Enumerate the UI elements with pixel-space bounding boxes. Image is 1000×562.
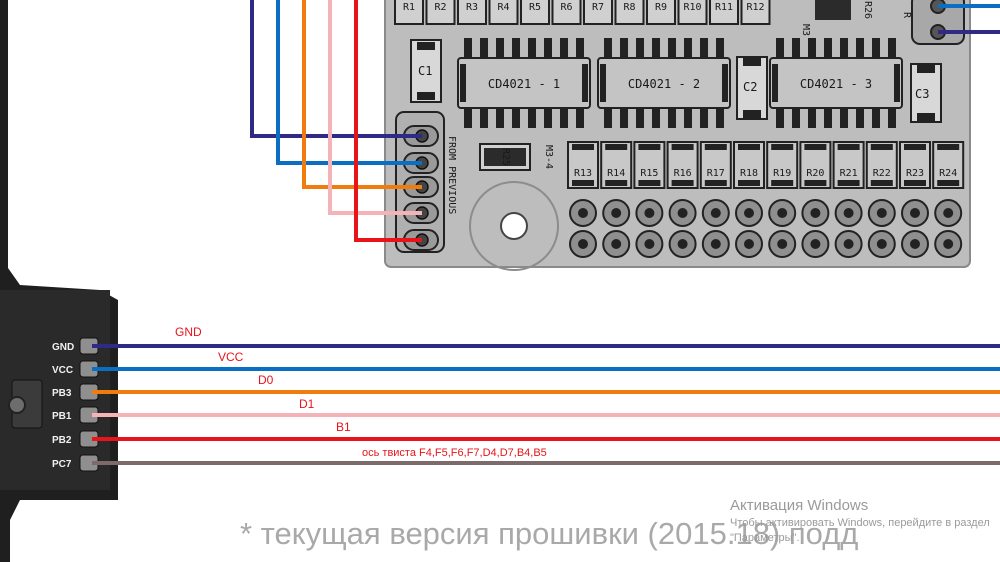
chip-label: CD4021 - 2	[628, 77, 700, 91]
r-top-right-label: R	[901, 12, 912, 19]
wire-gnd	[250, 0, 422, 138]
resistor-bottom-label: R18	[740, 168, 758, 179]
mounting-hole	[469, 181, 559, 271]
chip-label: CD4021 - 3	[800, 77, 872, 91]
resistor-bottom-label: R22	[873, 168, 891, 179]
r26-label: R26	[862, 1, 873, 19]
resistor-bottom-label: R23	[906, 168, 924, 179]
wire-d1	[328, 0, 422, 215]
resistor-bottom-label: R16	[674, 168, 692, 179]
chip-cd4021: CD4021 - 3	[769, 38, 903, 128]
c3-body	[910, 63, 942, 123]
resistor-bottom-label: R13	[574, 168, 592, 179]
controller-pin-label: PB2	[52, 435, 72, 446]
gnd-label: GND	[175, 325, 202, 339]
r26-body	[815, 0, 851, 20]
controller-pin-label: PC7	[52, 459, 72, 470]
resistor-bottom-label: R21	[840, 168, 858, 179]
controller-pin-label: PB3	[52, 388, 72, 399]
firmware-note: * текущая версия прошивки (2015.18) подд	[240, 516, 859, 551]
resistor-bottom-label: R15	[640, 168, 658, 179]
resistor-top-label: R10	[683, 2, 701, 13]
b1-label: B1	[336, 420, 351, 434]
resistor-bottom-label: R20	[806, 168, 824, 179]
resistor-bottom-label: R24	[939, 168, 957, 179]
controller-pin-label: VCC	[52, 365, 73, 376]
activation-watermark-title: Активация Windows	[730, 497, 869, 514]
wires	[92, 0, 1000, 465]
m3-4-label: M3-4	[543, 145, 554, 169]
resistor-top-label: R9	[655, 2, 667, 13]
controller-pin-label: PB1	[52, 411, 72, 422]
resistor-bottom-label: R14	[607, 168, 625, 179]
resistor-top-label: R8	[623, 2, 635, 13]
vcc-label: VCC	[218, 350, 244, 364]
resistor-top-label: R6	[560, 2, 572, 13]
resistor-top-label: R11	[715, 2, 733, 13]
chip-cd4021: CD4021 - 2	[597, 38, 731, 128]
controller-pin-label: GND	[52, 342, 74, 353]
resistor-top-label: R1	[403, 2, 415, 13]
chip-label: CD4021 - 1	[488, 77, 560, 91]
resistor-top-label: R5	[529, 2, 541, 13]
d0-label: D0	[258, 373, 274, 387]
c1-label: C1	[418, 64, 432, 78]
resistor-top-label: R4	[497, 2, 509, 13]
activation-watermark-subtitle: Чтобы активировать Windows, перейдите в …	[730, 517, 990, 544]
r25-body	[484, 148, 526, 166]
m3-label: M3	[800, 24, 811, 36]
c2-label: C2	[743, 80, 757, 94]
wire-b1	[354, 0, 422, 242]
resistor-top-label: R2	[434, 2, 446, 13]
wire-vcc	[276, 0, 422, 165]
resistor-bottom-label: R17	[707, 168, 725, 179]
chip-cd4021: CD4021 - 1	[457, 38, 591, 128]
r25-label: R25	[500, 148, 511, 166]
d1-label: D1	[299, 397, 315, 411]
resistor-top-label: R3	[466, 2, 478, 13]
resistor-top-label: R7	[592, 2, 604, 13]
resistor-bottom-label: R19	[773, 168, 791, 179]
c1-body	[410, 39, 442, 103]
wire-d0	[302, 0, 422, 189]
c3-label: C3	[915, 87, 929, 101]
c2-body	[736, 56, 768, 120]
twist-label: ось твиста F4,F5,F6,F7,D4,D7,B4,B5	[362, 447, 547, 459]
connector-label: FROM PREVIOUS	[446, 136, 457, 214]
resistor-top-label: R12	[746, 2, 764, 13]
